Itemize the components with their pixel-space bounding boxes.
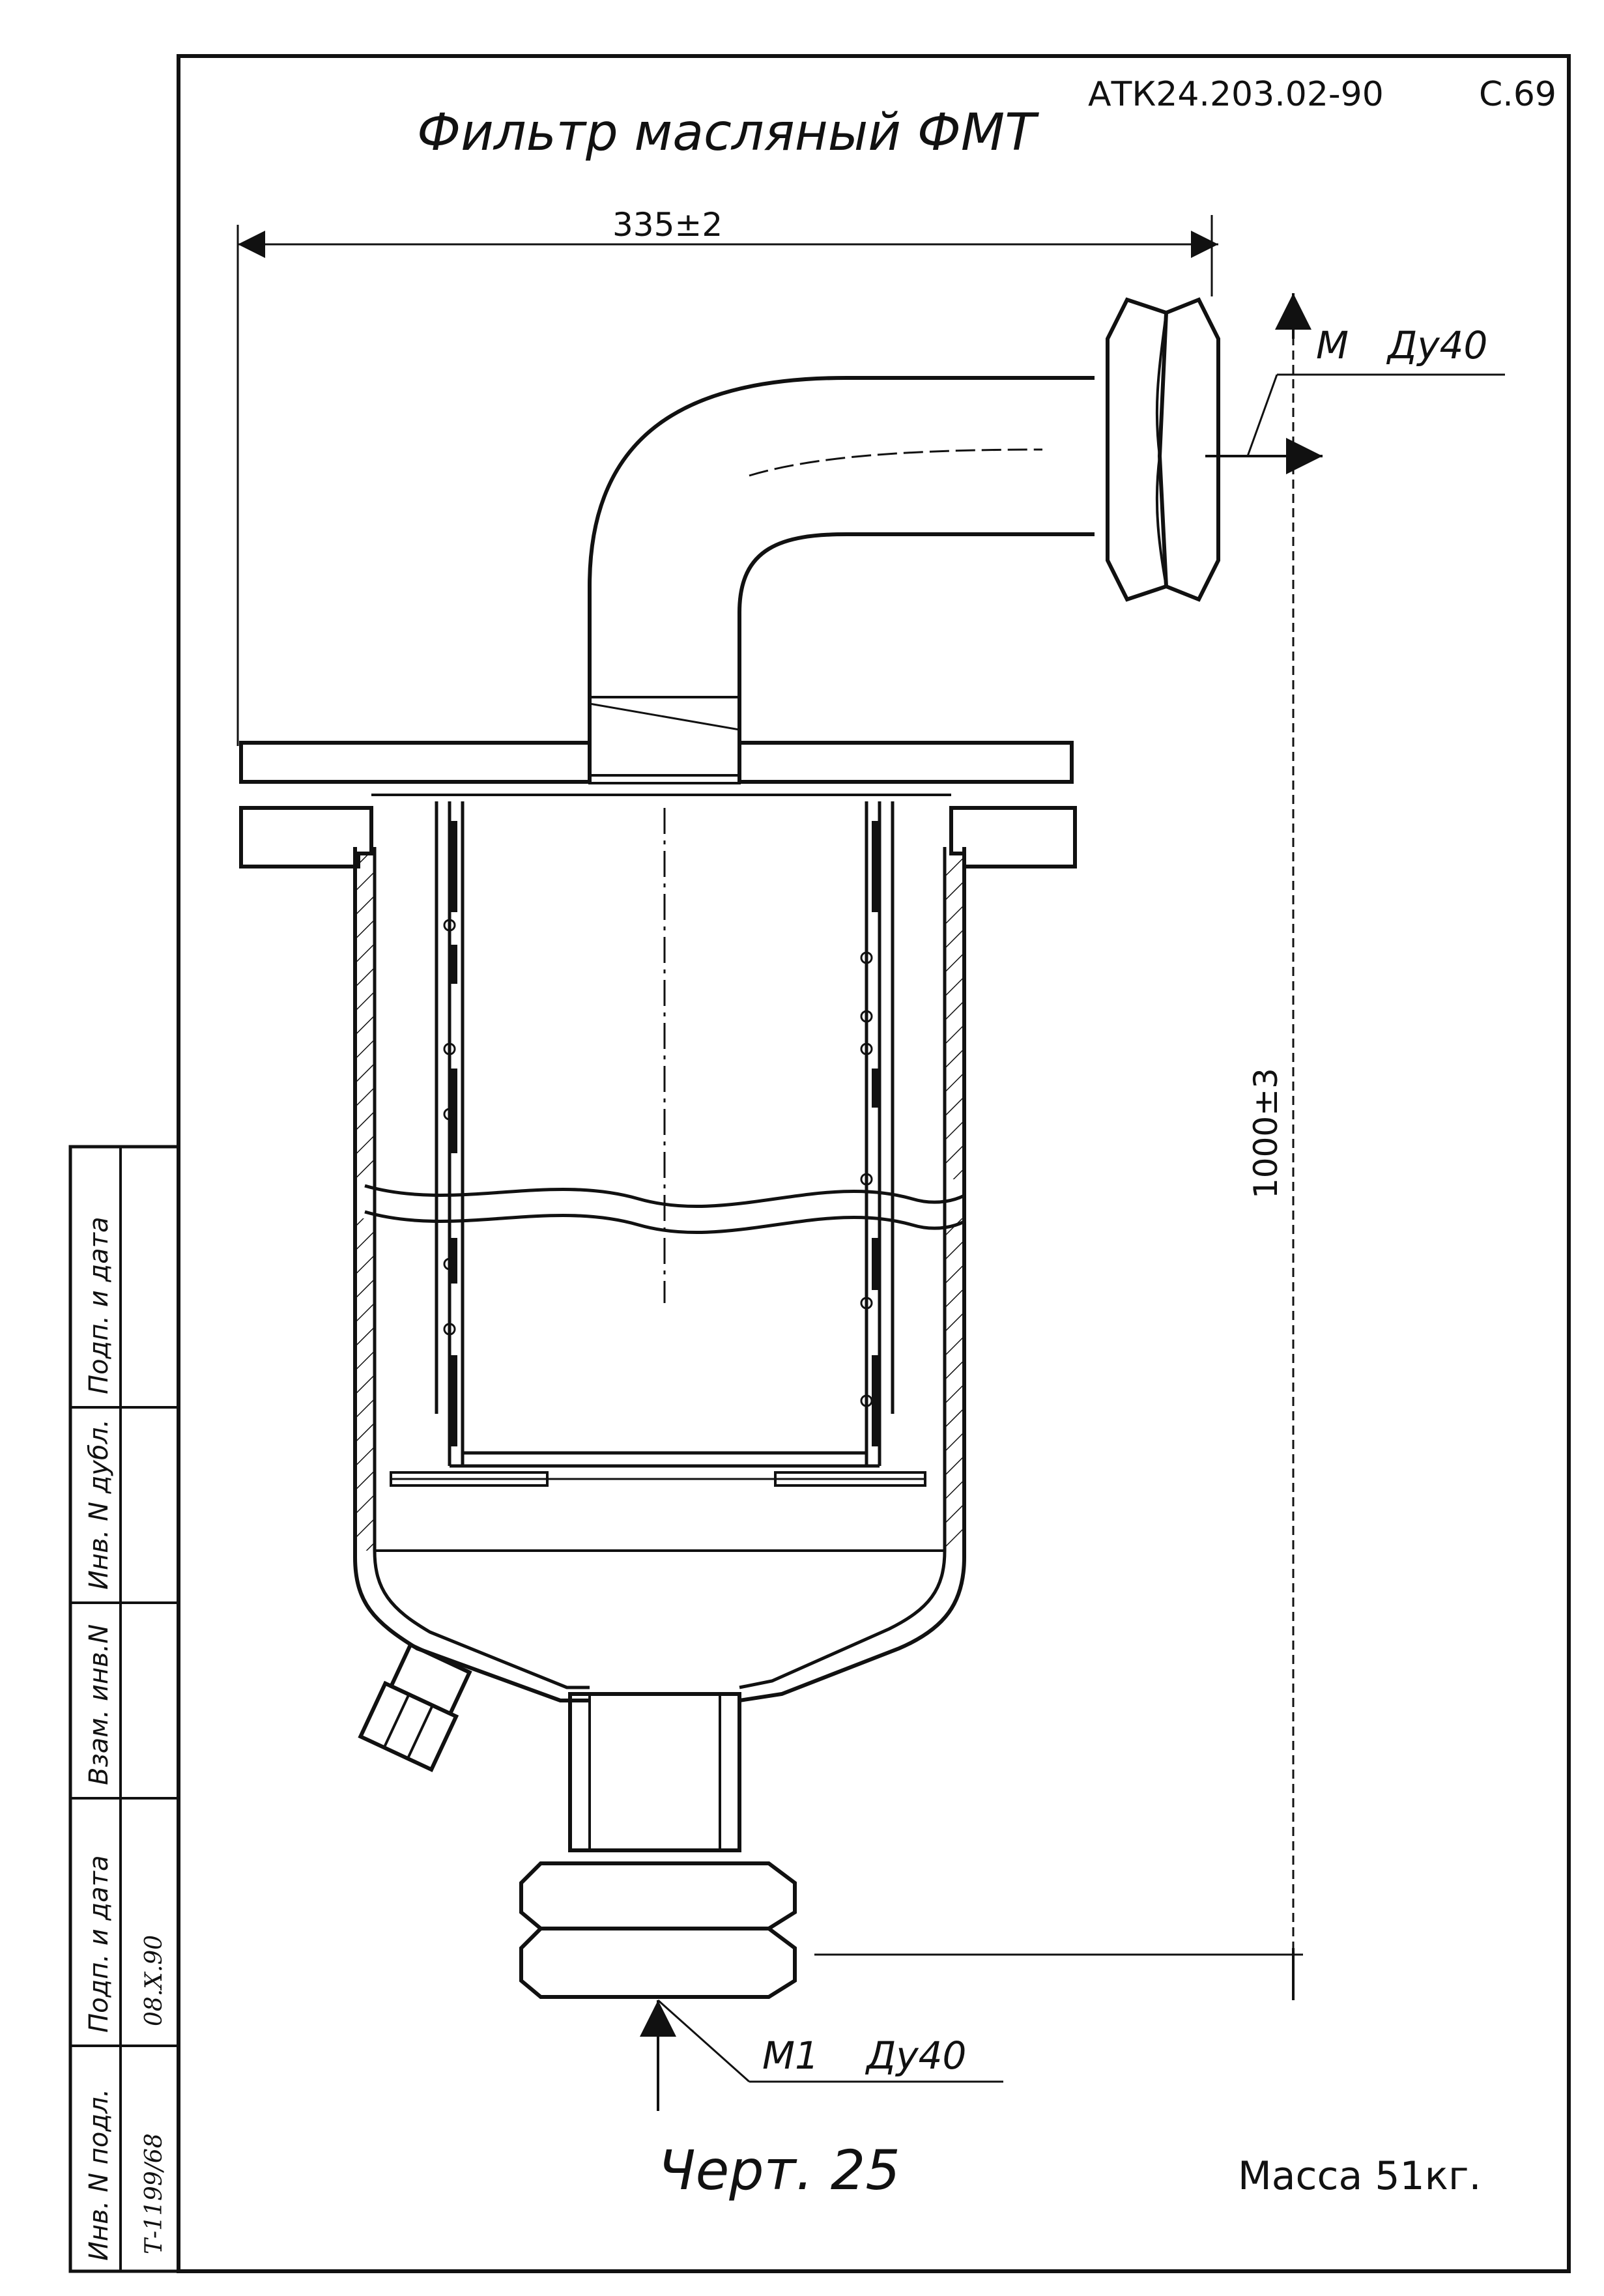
width-dimension-value: 335±2: [612, 206, 723, 244]
stamp-inventory-number: Т-1199/68: [141, 2133, 167, 2254]
height-dimension: 1000±3: [814, 293, 1311, 2000]
filter-cartridge: [390, 801, 926, 1487]
outlet-pipe: [588, 376, 1095, 775]
top-cover: [239, 741, 1074, 784]
stamp-column-2: Подп. и дата: [84, 1856, 114, 2033]
break-line: [364, 1184, 966, 1234]
sheet-frame: [177, 54, 1571, 2273]
mass-label: Масса 51кг.: [1238, 2153, 1482, 2199]
stamp-column-1: Инв. N подл.: [84, 2089, 114, 2261]
archive-stamp: Подп. и дата Инв. N дубл. Взам. инв.N По…: [68, 1145, 180, 2273]
inlet-pipe: [568, 1692, 741, 1852]
drain-plug: [358, 1642, 472, 1772]
document-code: АТК24.203.02-90: [1088, 75, 1384, 114]
stamp-column-4: Инв. N дубл.: [84, 1419, 114, 1590]
inlet-designation: М1: [762, 2033, 819, 2078]
stamp-column-5: Подп. и дата: [84, 1217, 114, 1394]
housing-shell: [353, 847, 966, 1702]
width-dimension: 335±2: [236, 206, 1218, 746]
inlet-flange: М1 Ду40: [519, 1861, 1003, 2111]
outlet-designation: М: [1316, 323, 1349, 367]
stamp-sign-date: 08.Х.90: [141, 1935, 167, 2026]
drawing-title: Фильтр масляный ФМТ: [417, 104, 1039, 162]
outlet-flange: М Ду40: [1106, 297, 1505, 602]
page-number: С.69: [1479, 75, 1556, 114]
stamp-column-3: Взам. инв.N: [84, 1624, 114, 1785]
outlet-size: Ду40: [1386, 323, 1487, 367]
figure-number: Черт. 25: [658, 2138, 900, 2202]
inlet-size: Ду40: [865, 2033, 966, 2078]
height-dimension-value: 1000±3: [1247, 1068, 1285, 1199]
